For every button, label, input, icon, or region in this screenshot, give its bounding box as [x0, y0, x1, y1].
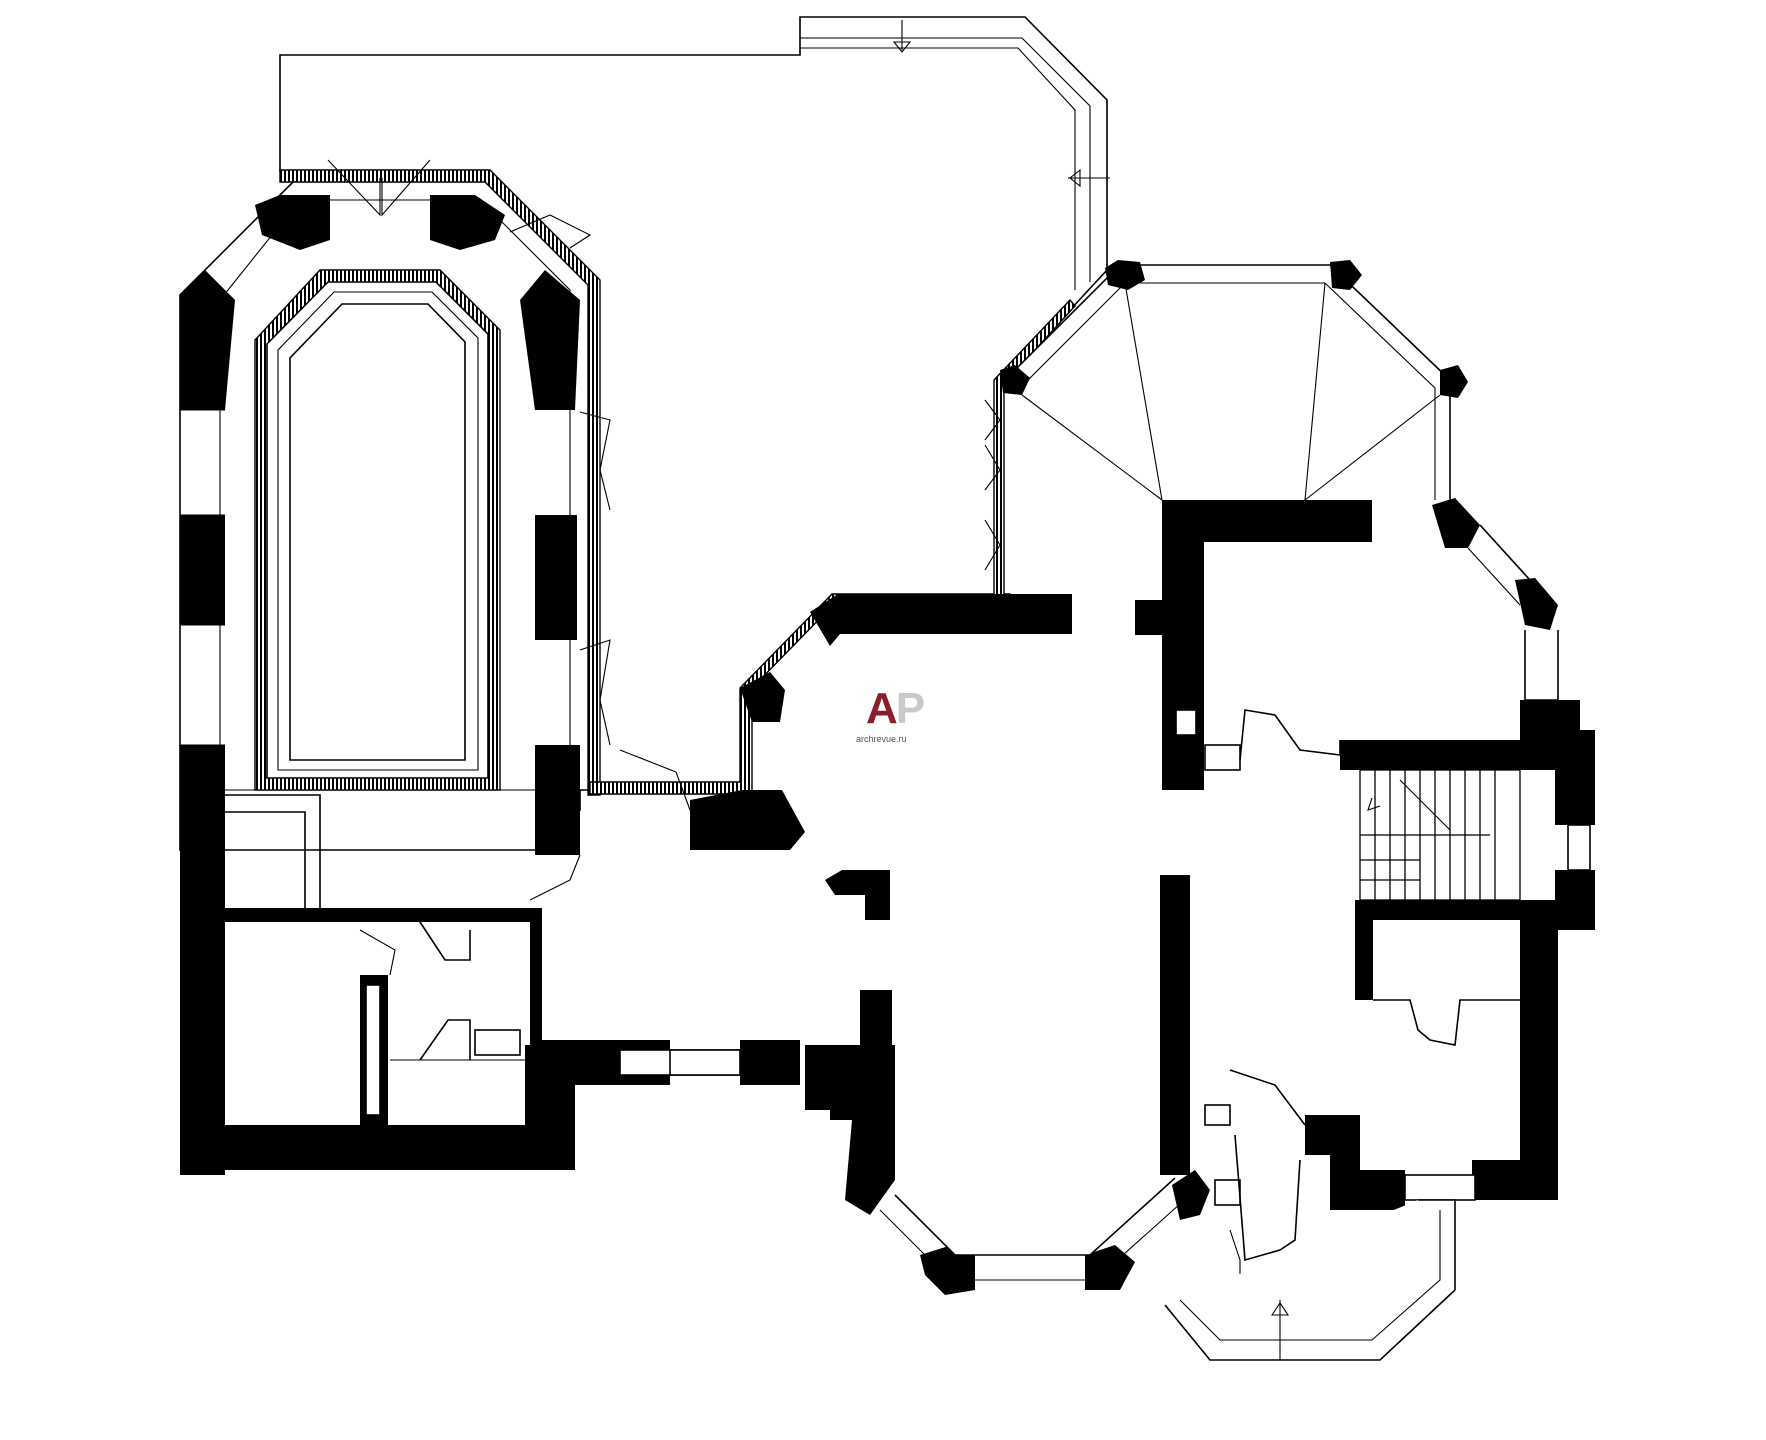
winter-garden: [1000, 260, 1468, 501]
watermark-logo: AP archrevue.ru: [856, 684, 956, 744]
pool-hall: [179, 159, 611, 1175]
north-terrace: [279, 16, 1110, 311]
stair: [1359, 769, 1521, 901]
logo-letter-a: A: [866, 684, 898, 733]
central-hall: [690, 594, 1210, 1295]
east-wing: [1135, 498, 1595, 1361]
logo-mark: AP: [866, 684, 925, 734]
fixture: [1440, 910, 1480, 918]
service-rooms: [180, 794, 800, 1170]
logo-site: archrevue.ru: [856, 734, 907, 744]
logo-letter-p: P: [895, 684, 925, 733]
